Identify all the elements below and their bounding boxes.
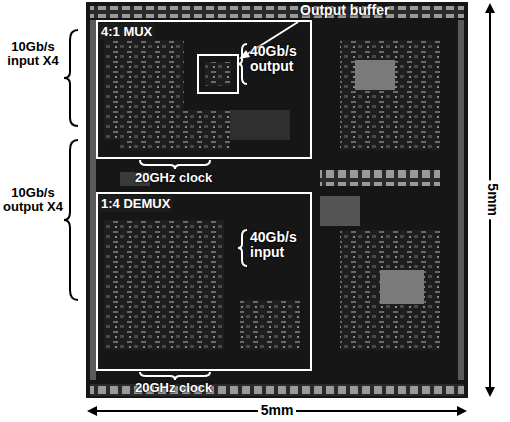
- block-title: 1:4 DEMUX: [98, 195, 173, 212]
- dimension-label: 5mm: [258, 403, 297, 418]
- signal-label: 40Gb/s input: [250, 230, 308, 261]
- signal-label: 10Gb/s input X4: [4, 40, 62, 69]
- signal-label: 40Gb/s output: [250, 44, 308, 75]
- block-title: 4:1 MUX: [98, 23, 155, 40]
- block-outline: 1:4 DEMUX: [96, 192, 312, 371]
- block-outline: 4:1 MUX: [96, 20, 312, 159]
- callout-label: Output buffer: [300, 3, 389, 18]
- signal-label: 10Gb/s output X4: [2, 186, 64, 215]
- dimension-label: 5mm: [484, 181, 499, 220]
- signal-label: 20GHz clock: [135, 381, 212, 395]
- signal-label: 20GHz clock: [135, 171, 212, 185]
